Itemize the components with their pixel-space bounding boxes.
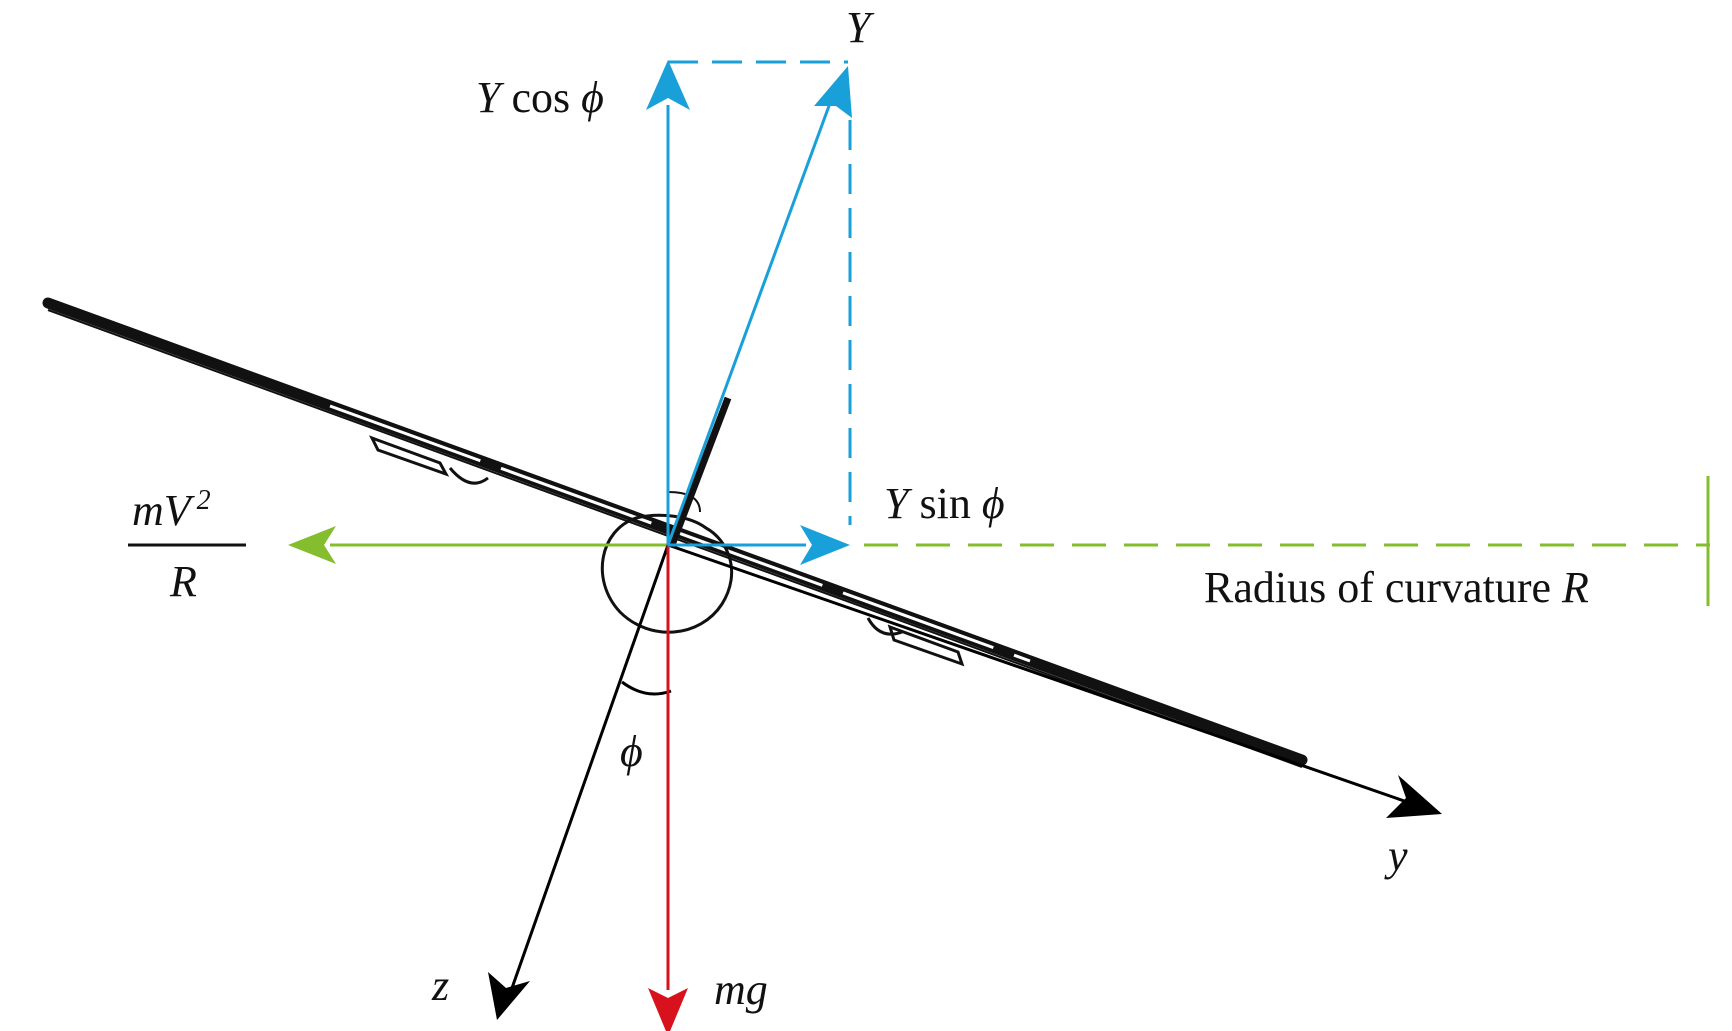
- lift-vector-shaft: [666, 94, 835, 546]
- fuselage: [600, 513, 734, 634]
- lift-vertical-label: Y cos ϕ: [476, 73, 604, 122]
- left-engine-nacelle: [368, 435, 450, 477]
- tail-fin: [668, 396, 732, 547]
- y-axis-label: y: [1384, 831, 1408, 880]
- centrifugal-arrowhead: [288, 526, 336, 564]
- right-engine-nacelle: [887, 624, 965, 667]
- weight-label: mg: [714, 965, 768, 1014]
- y-axis-arrowhead: [1386, 775, 1442, 818]
- lift-vertical-arrowhead: [646, 60, 690, 110]
- bank-angle-label: ϕ: [620, 727, 643, 776]
- body-axes: [488, 543, 1442, 1020]
- aircraft-silhouette: [42, 297, 1308, 768]
- weight-arrowhead: [648, 988, 688, 1031]
- svg-text:mV2: mV2: [132, 485, 211, 535]
- z-axis-arrowhead: [488, 972, 530, 1020]
- weight-force-group: [648, 545, 688, 1031]
- lift-horizontal-arrowhead: [800, 525, 850, 565]
- lift-label: Y: [846, 3, 875, 52]
- radius-label: Radius of curvature R: [1204, 563, 1589, 612]
- y-axis-line: [667, 543, 1411, 805]
- lift-force-group: [646, 60, 852, 565]
- svg-text:R: R: [169, 557, 197, 606]
- lift-vector-arrowhead: [814, 66, 852, 118]
- centrifugal-force-group: [288, 476, 1710, 606]
- z-axis-label: z: [431, 961, 449, 1010]
- lift-horizontal-label: Y sin ϕ: [884, 479, 1005, 528]
- z-axis-line: [510, 544, 670, 989]
- bank-angle-arc: [621, 680, 672, 696]
